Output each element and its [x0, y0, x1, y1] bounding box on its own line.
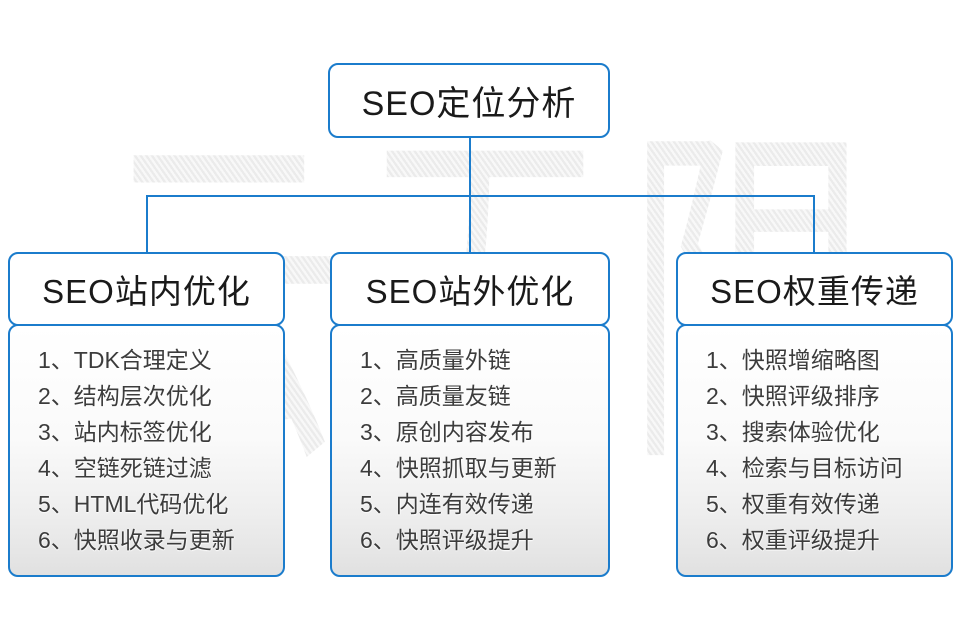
list-item: 4、快照抓取与更新 [360, 455, 557, 481]
column-offsite-optimization: SEO站外优化 1、高质量外链 2、高质量友链 3、原创内容发布 4、快照抓取与… [330, 252, 610, 577]
list-item: 1、TDK合理定义 [38, 347, 212, 373]
column-header: SEO站内优化 [8, 252, 285, 326]
column-item-list: 1、TDK合理定义 2、结构层次优化 3、站内标签优化 4、空链死链过滤 5、H… [8, 324, 285, 577]
list-item: 6、快照收录与更新 [38, 527, 235, 553]
column-header-title: SEO站外优化 [365, 273, 575, 310]
list-item: 5、权重有效传递 [706, 491, 880, 517]
root-node-title: SEO定位分析 [361, 85, 577, 123]
list-item: 3、站内标签优化 [38, 419, 212, 445]
column-weight-transfer: SEO权重传递 1、快照增缩略图 2、快照评级排序 3、搜索体验优化 4、检索与… [676, 252, 953, 577]
column-header: SEO权重传递 [676, 252, 953, 326]
list-item: 1、快照增缩略图 [706, 347, 880, 373]
root-node: SEO定位分析 [328, 63, 610, 138]
list-item: 4、空链死链过滤 [38, 455, 212, 481]
column-header: SEO站外优化 [330, 252, 610, 326]
list-item: 3、原创内容发布 [360, 419, 534, 445]
connector-crossbar [146, 195, 815, 197]
list-item: 2、高质量友链 [360, 383, 511, 409]
list-item: 1、高质量外链 [360, 347, 511, 373]
list-item: 2、快照评级排序 [706, 383, 880, 409]
list-item: 5、内连有效传递 [360, 491, 534, 517]
list-item: 6、权重评级提升 [706, 527, 880, 553]
column-header-title: SEO站内优化 [42, 273, 251, 310]
connector-drop-left [146, 195, 148, 254]
connector-drop-right [813, 195, 815, 254]
column-header-title: SEO权重传递 [710, 273, 919, 310]
list-item: 3、搜索体验优化 [706, 419, 880, 445]
column-onsite-optimization: SEO站内优化 1、TDK合理定义 2、结构层次优化 3、站内标签优化 4、空链… [8, 252, 285, 577]
list-item: 6、快照评级提升 [360, 527, 534, 553]
connector-root-stem [469, 137, 471, 197]
list-item: 5、HTML代码优化 [38, 491, 229, 517]
connector-drop-center [469, 195, 471, 254]
column-item-list: 1、快照增缩略图 2、快照评级排序 3、搜索体验优化 4、检索与目标访问 5、权… [676, 324, 953, 577]
list-item: 4、检索与目标访问 [706, 455, 903, 481]
list-item: 2、结构层次优化 [38, 383, 212, 409]
column-item-list: 1、高质量外链 2、高质量友链 3、原创内容发布 4、快照抓取与更新 5、内连有… [330, 324, 610, 577]
